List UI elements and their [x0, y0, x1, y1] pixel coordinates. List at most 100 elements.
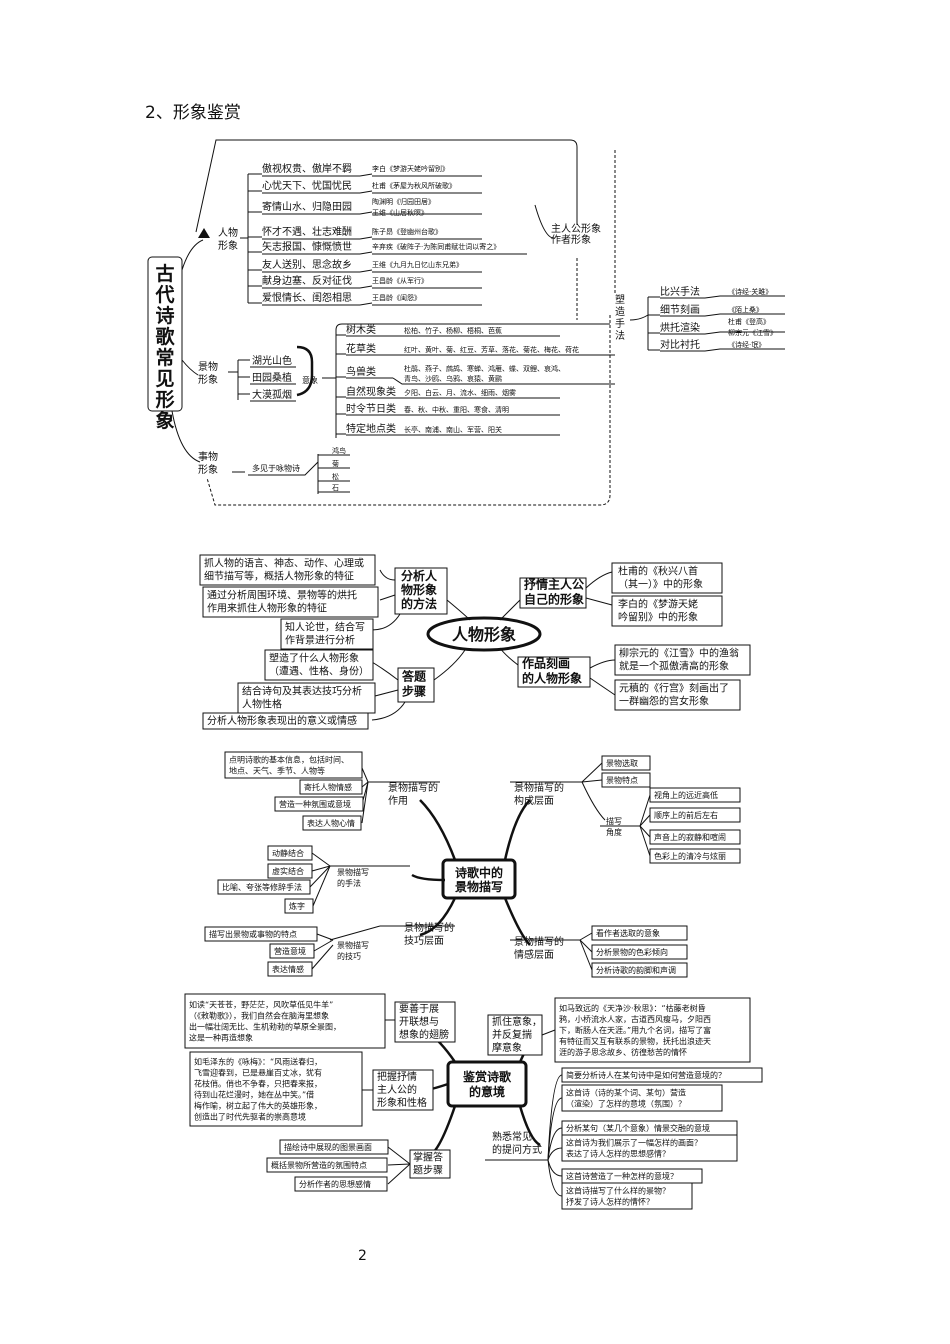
- map1-techniques: 比兴手法《诗经·关雎》细节刻画《陌上桑》烘托渲染杜甫《登高》柳宗元《江雪》对比衬…: [629, 285, 785, 352]
- map3-hand-item: 动静结合: [272, 848, 304, 858]
- map2-branches: 分析人物形象的方法抓人物的语言、神态、动作、心理或细节描写等，概括人物形象的特征…: [199, 554, 751, 730]
- technique-name: 比兴手法: [660, 285, 700, 298]
- person-poem: 王昌龄《从军行》: [372, 276, 428, 285]
- map3-link: [311, 865, 331, 872]
- map3-level-item: 景物选取: [606, 758, 638, 768]
- object-underline: [248, 461, 319, 476]
- map4-imagine-text: 如读“天苍苍，野茫茫，风吹草低见牛羊”（《敕勒歌》），我们自然会在脑海里想象出一…: [189, 1000, 341, 1043]
- map1-root-box: [147, 256, 183, 412]
- map3-skill-title: 景物描写的技巧层面: [404, 921, 454, 947]
- scene-category: 树木类: [346, 323, 376, 336]
- map3-link: [579, 939, 593, 971]
- map2-link: [371, 661, 399, 681]
- map2-lyric-item: 杜甫的《秋兴八首（其一）》中的形象: [618, 565, 703, 591]
- map4-center-text: 鉴赏诗歌的意境: [462, 1069, 512, 1099]
- map2-lyric-title: 抒情主人公自己的形象: [524, 577, 584, 607]
- map2-method-item-box: [199, 554, 376, 586]
- map3-branch: [503, 799, 531, 861]
- scene-type: 大漠孤烟: [252, 388, 292, 401]
- map3-link: [639, 794, 651, 827]
- map3-skill-item: 营造意境: [274, 946, 306, 956]
- technique-example-line: [704, 313, 785, 317]
- technique-name: 细节刻画: [660, 303, 700, 316]
- map2-lyric-title-box: [519, 577, 587, 609]
- map4-catch-text-box: [554, 997, 751, 1063]
- map2-work-item: 元稹的《行宫》刻画出了一群幽怨的宫女形象: [619, 682, 729, 708]
- map2-lyric-item-box: [611, 562, 723, 594]
- map3-link: [361, 781, 369, 824]
- person-link: [359, 285, 373, 289]
- map3-hand-item: 比喻、夸张等修辞手法: [222, 882, 302, 892]
- map4-familiar-item-box: [561, 1084, 723, 1112]
- map2-method-item-box: [202, 586, 379, 618]
- object-item: 松: [332, 472, 339, 481]
- person-trait: 献身边塞、反对征伐: [262, 274, 352, 287]
- map3-branch: [503, 897, 531, 946]
- map3-skill-item: 描写出景物或事物的特点: [209, 929, 297, 939]
- map3-link: [639, 825, 651, 857]
- map3-role-item: 寄托人物情感: [304, 782, 352, 792]
- map4-familiar-item: 这首诗为我们展示了一幅怎样的画面？表达了诗人怎样的思想感情？: [566, 1138, 702, 1159]
- scene-category: 自然现象类: [346, 385, 396, 398]
- person-poem: 李白《梦游天姥吟留别》: [372, 164, 449, 173]
- map2-link: [371, 701, 406, 721]
- map1-object-label: 事物形象: [198, 450, 218, 476]
- map1-person-label: 人物形象: [218, 226, 238, 252]
- person-poem: 辛弃疾《破阵子·为陈同甫赋壮词以寄之》: [372, 242, 500, 251]
- map3-link: [316, 933, 334, 941]
- scene-category: 时令节日类: [346, 402, 396, 415]
- technique-example-line: [704, 348, 785, 352]
- map3-angle-item: 视角上的远近高低: [654, 790, 718, 800]
- map3-branches: 诗歌中的景物描写景物描写的作用点明诗歌的基本信息，包括时间、地点、天气、季节、人…: [204, 751, 741, 978]
- map1-scene-brace: [296, 345, 314, 397]
- technique-example-line: [704, 295, 785, 299]
- map3-role-item-box: [302, 815, 362, 831]
- person-poem: 杜甫《茅屋为秋风所破歌》: [372, 181, 456, 190]
- map3-angle-item: 声音上的寂静和喧闹: [654, 832, 726, 842]
- map3-link: [329, 925, 381, 941]
- person-trait: 心忧天下、忧国忧民: [262, 179, 352, 192]
- map4-steps-title-box: [409, 1149, 451, 1179]
- map2-answer-title-box: [397, 667, 435, 703]
- map4-link: [387, 1163, 411, 1166]
- map2-work-title-box: [517, 656, 591, 688]
- map2-method-item: 知人论世，结合写作背景进行分析: [285, 621, 365, 647]
- object-item: 石: [332, 484, 339, 492]
- map4-grasp-title: 把握抒情主人公的形象和性格: [377, 1070, 427, 1109]
- map4-link: [547, 1147, 563, 1161]
- map2-method-item: 通过分析周围环境、景物等的烘托作用来抓住人物形象的特征: [207, 589, 357, 615]
- technique-example: 《诗经·氓》: [728, 340, 765, 349]
- map4-catch-title-box: [487, 1014, 543, 1056]
- person-link: [359, 211, 373, 215]
- map2-link: [499, 599, 521, 621]
- person-trait: 怀才不遇、壮志难酬: [262, 225, 352, 238]
- map2-link: [371, 613, 401, 631]
- map2-link: [589, 677, 616, 696]
- map4-imagine-text-box: [184, 993, 386, 1049]
- map1-branch-person: [181, 239, 204, 271]
- map4-link: [387, 1163, 411, 1185]
- person-link: [359, 190, 373, 194]
- map4-familiar-item: 这首诗描写了什么样的景物？抒发了诗人怎样的情怀？: [566, 1186, 670, 1207]
- person-link: [359, 173, 373, 177]
- map2-answer-item-box: [264, 649, 374, 681]
- scene-category: 花草类: [346, 342, 376, 355]
- map3-link: [361, 767, 369, 783]
- object-item: 鸿鸟: [332, 446, 346, 455]
- map3-emotion-item: 分析景物的色彩倾向: [596, 947, 668, 957]
- person-link: [359, 302, 373, 306]
- map3-link: [311, 852, 331, 867]
- map3-hand-item: 炼字: [289, 901, 305, 911]
- map4-steps-item-box: [294, 1176, 388, 1192]
- map4-grasp-text-box: [189, 1051, 363, 1127]
- map2-work-item-box: [614, 644, 751, 676]
- map4-steps-item: 概括景物所营造的氛围特点: [271, 1160, 367, 1170]
- map3-link: [639, 825, 651, 838]
- map3-link: [639, 814, 651, 827]
- scene-examples: 春、秋、中秋、重阳、寒食、清明: [404, 405, 509, 414]
- map2-link: [374, 689, 399, 697]
- map3-branch: [419, 897, 457, 937]
